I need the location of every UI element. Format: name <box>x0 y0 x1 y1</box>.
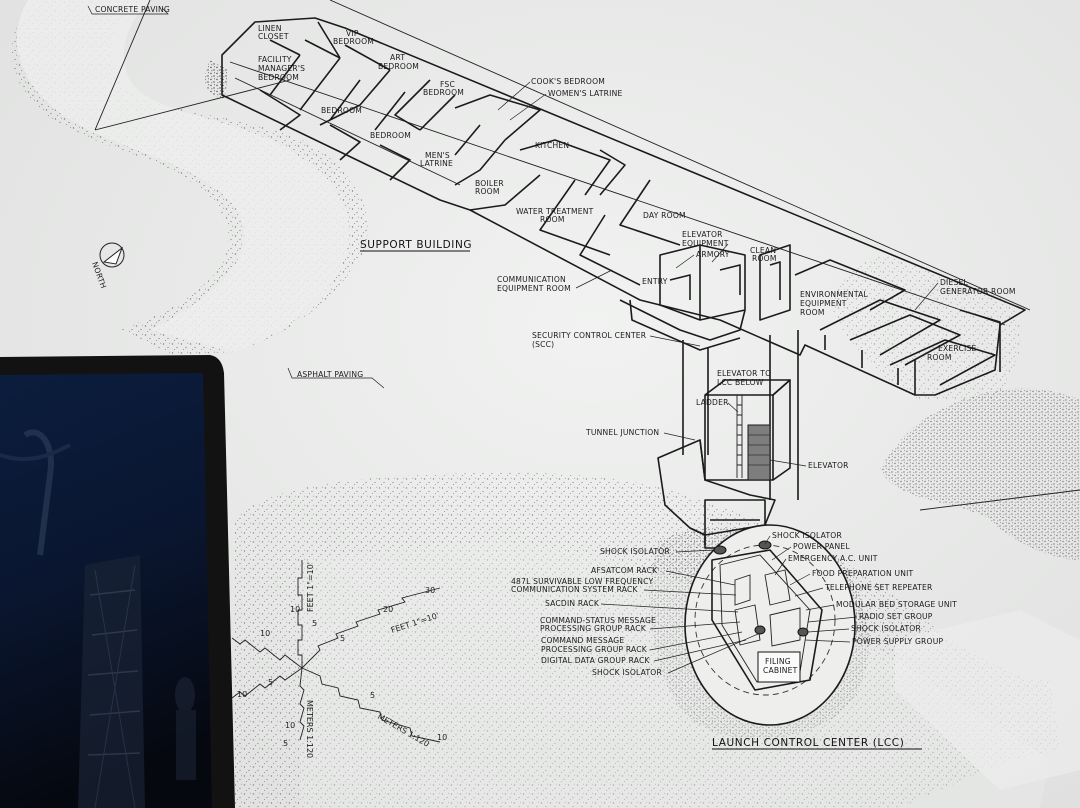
elevator-label: ELEVATOR <box>808 461 849 470</box>
cooks-bedroom-label: COOK'S BEDROOM <box>531 77 605 86</box>
entry-label: ENTRY <box>642 277 668 286</box>
lcc-right-label: POWER PANEL <box>793 542 850 551</box>
scale-meters-bottom: METERS 1:120 <box>305 700 314 758</box>
lcc-left-label: 487L SURVIVABLE LOW FREQUENCY <box>511 577 653 586</box>
armory-label: ARMORY <box>696 250 730 259</box>
lcc-left-callouts: SHOCK ISOLATOR AFSATCOM RACK 487L SURVIV… <box>511 547 759 677</box>
lcc-left-label: SHOCK ISOLATOR <box>600 547 670 556</box>
lcc-right-label: MODULAR BED STORAGE UNIT <box>836 600 957 609</box>
scale-tick: 10 <box>260 629 270 638</box>
kitchen-label: KITCHEN <box>535 141 569 150</box>
scale-tick: 10 <box>285 721 295 730</box>
lcc-left-label: PROCESSING GROUP RACK <box>541 645 648 654</box>
elevator-shaft <box>682 330 799 500</box>
security-control-center-label: SECURITY CONTROL CENTER(SCC) <box>532 331 647 349</box>
lcc-left-label: DIGITAL DATA GROUP RACK <box>541 656 650 665</box>
lcc-right-label: TELEPHONE SET REPEATER <box>824 583 933 592</box>
scale-tick: 5 <box>370 691 375 700</box>
monitor-corner <box>0 355 235 808</box>
scale-tick: 20 <box>383 605 393 614</box>
day-room-label: DAY ROOM <box>643 211 686 220</box>
scale-tick: 5 <box>268 678 273 687</box>
scale-tick: 10 <box>237 690 247 699</box>
asphalt-paving-label: ASPHALT PAVING <box>297 370 363 379</box>
lcc-left-label: COMMAND MESSAGE <box>541 636 624 645</box>
lcc-right-label: POWER SUPPLY GROUP <box>852 637 943 646</box>
scale-tick: 10 <box>290 605 300 614</box>
bedroom-2-label: BEDROOM <box>370 131 411 140</box>
lcc-right-label: SHOCK ISOLATOR <box>851 624 921 633</box>
asphalt-paving-callout: ASPHALT PAVING <box>287 367 385 389</box>
support-building-title: SUPPORT BUILDING <box>360 239 472 251</box>
lcc-left-label: SHOCK ISOLATOR <box>592 668 662 677</box>
lcc-right-callouts: SHOCK ISOLATOR POWER PANEL EMERGENCY A.C… <box>763 531 957 675</box>
ladder-label: LADDER <box>696 398 729 407</box>
support-building <box>221 17 1026 396</box>
scale-feet-top: FEET 1"=10' <box>306 562 315 612</box>
tunnel-junction <box>657 439 776 549</box>
lcc-right-label: FOOD PREPARATION UNIT <box>812 569 914 578</box>
tunnel-junction-label: TUNNEL JUNCTION <box>585 428 659 437</box>
scale-tick: 5 <box>312 619 317 628</box>
scale-tick: 5 <box>340 634 345 643</box>
lcc-right-label: RADIO SET GROUP <box>859 612 933 621</box>
lcc-title: LAUNCH CONTROL CENTER (LCC) <box>712 737 904 749</box>
scale-tick: 30 <box>425 586 435 595</box>
bedroom-1-label: BEDROOM <box>321 106 362 115</box>
screen-reflection <box>0 429 196 808</box>
launch-control-center <box>684 524 856 726</box>
womens-latrine-label: WOMEN'S LATRINE <box>548 89 622 98</box>
lcc-left-label: SACDIN RACK <box>545 599 600 608</box>
concrete-paving-callout: CONCRETE PAVING <box>87 5 170 15</box>
paving-surfaces <box>17 0 1080 808</box>
lcc-left-label: PROCESSING GROUP RACK <box>540 624 647 633</box>
lcc-right-label: EMERGENCY A.C. UNIT <box>788 554 878 563</box>
scale-tick: 5 <box>283 739 288 748</box>
lcc-right-label: SHOCK ISOLATOR <box>772 531 842 540</box>
lcc-left-label: COMMUNICATION SYSTEM RACK <box>511 585 639 594</box>
lcc-left-label: COMMAND-STATUS MESSAGE <box>540 616 656 625</box>
scale-tick: 10 <box>437 733 447 742</box>
concrete-paving-label: CONCRETE PAVING <box>95 5 170 14</box>
section-titles: SUPPORT BUILDING LAUNCH CONTROL CENTER (… <box>360 239 922 750</box>
lcc-left-label: AFSATCOM RACK <box>591 566 658 575</box>
